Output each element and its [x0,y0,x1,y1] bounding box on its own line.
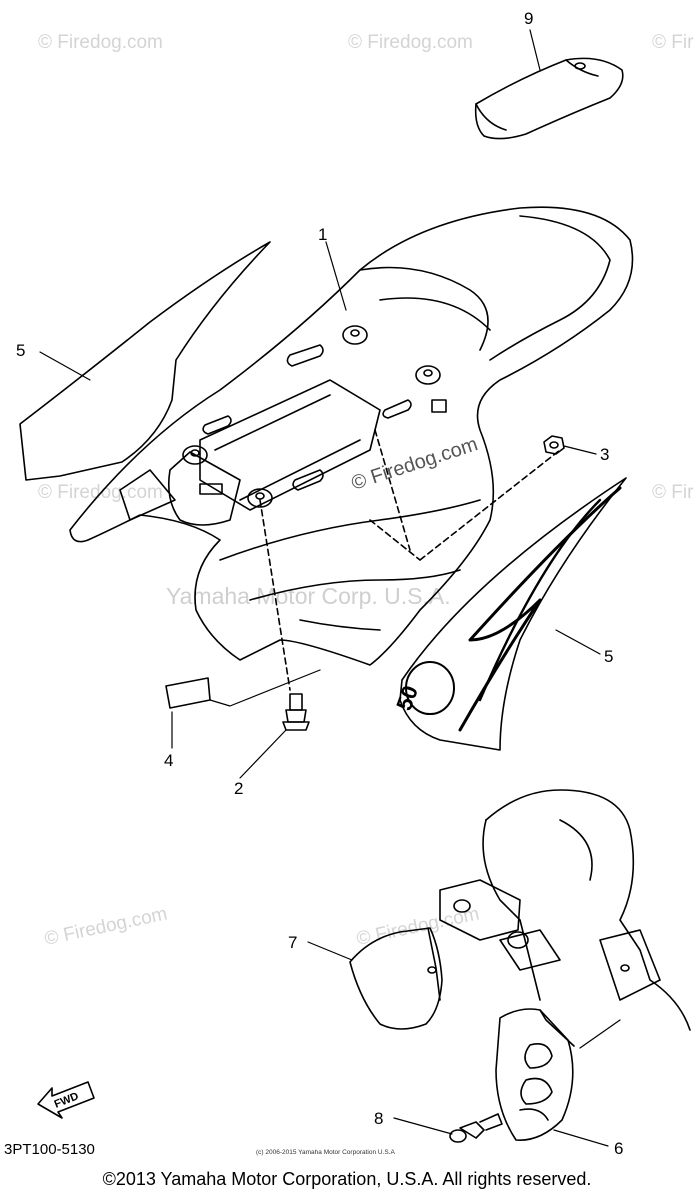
part-9-pad [474,57,624,140]
part-code: 3PT100-5130 [4,1141,95,1158]
footer-copyright: ©2013 Yamaha Motor Corporation, U.S.A. A… [102,1169,592,1189]
part-8-bolt [449,1113,503,1143]
watermark-text: © Firedog.com [43,903,170,950]
fwd-arrow-icon [37,1081,95,1119]
leader-lines [39,29,609,1147]
watermark-text: © Firedog.com [652,482,694,503]
callout-9: 9 [524,9,533,28]
watermarks: © Firedog.com © Firedog.com © Firedog.co… [38,32,694,950]
callout-5-right: 5 [604,647,613,666]
part-4-pad [165,669,321,709]
callout-8: 8 [374,1109,383,1128]
callout-6: 6 [614,1139,623,1158]
part-7-guard [349,927,443,1030]
part-5-left-decal [19,241,271,481]
watermark-company: Yamaha Motor Corp. U.S.A. [166,583,451,609]
callout-3: 3 [600,445,609,464]
small-copyright: (c) 2006-2015 Yamaha Motor Corporation U… [256,1149,395,1156]
part-6-cover [495,1008,621,1141]
watermark-text: © Firedog.com [348,32,473,53]
watermark-text: © Firedog.com [349,433,481,495]
part-2-bolt [282,693,310,731]
watermark-text: © Firedog.com [355,903,482,950]
watermark-text: © Firedog.com [652,32,694,53]
watermark-text: © Firedog.com [38,32,163,53]
part-1-rear-fender [69,206,634,691]
callout-labels: 9 1 5 3 5 4 2 7 8 6 [16,9,623,1158]
callout-4: 4 [164,751,173,770]
callout-2: 2 [234,779,243,798]
part-3-nut [543,435,565,455]
frame-section [439,789,691,1031]
callout-5-left: 5 [16,341,25,360]
part-5-right-decal [399,477,627,751]
callout-1: 1 [318,225,327,244]
callout-7: 7 [288,933,297,952]
decal-graphic-number: 50 [391,682,423,714]
